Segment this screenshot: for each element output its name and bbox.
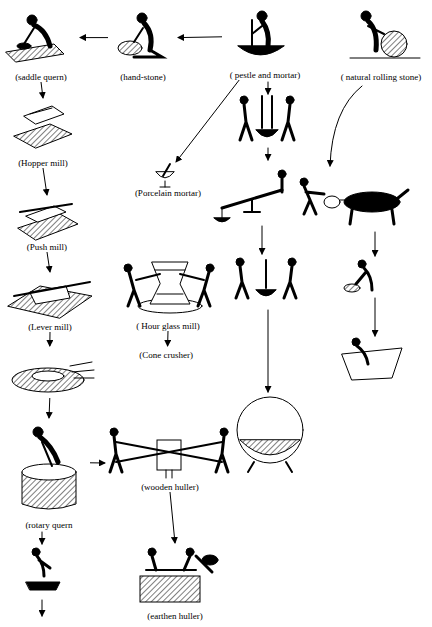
- rolling-stone-evolution-figures: [300, 86, 408, 380]
- mill-node: (hand-stone): [108, 8, 178, 82]
- tool-label: (earthen huller): [146, 611, 204, 621]
- mill-node: ( Hour glass mill): [118, 253, 218, 331]
- porcelain-mortar-figure: [156, 164, 174, 187]
- mill-node: (rotary quern: [8, 418, 90, 530]
- mill-node: (Hopper mill): [8, 98, 78, 168]
- flow-arrow: [80, 37, 108, 38]
- flow-arrow: [43, 168, 47, 195]
- flow-arrow: [178, 36, 222, 38]
- lever-mill-figure: [8, 282, 92, 318]
- flow-arrow: [170, 492, 175, 543]
- mill-node: (Lever mill): [5, 272, 95, 332]
- mill-node: (Cone crusher): [8, 346, 198, 398]
- tool-label: (wooden huller): [140, 482, 200, 492]
- pestle-mortar-figure: [238, 11, 284, 55]
- mill-node: ( natural rolling stone): [332, 8, 430, 82]
- hand-stone-figure: [118, 13, 162, 57]
- flow-arrow: [90, 462, 105, 463]
- tool-label: (hand-stone): [119, 72, 166, 82]
- mill-node: (Porcelain mortar): [128, 162, 208, 198]
- tool-label: (Lever mill): [27, 322, 73, 332]
- hour-glass-mill-figure: [124, 262, 214, 313]
- pestle-evolution-figures: [214, 82, 303, 472]
- flow-arrow: [176, 80, 239, 162]
- saddle-quern-figure: [6, 15, 64, 62]
- flow-arrow: [49, 332, 50, 346]
- tool-label: (Hopper mill): [17, 158, 69, 168]
- hand-mill-figure: [26, 532, 60, 616]
- cone-crusher-figure: [12, 362, 94, 392]
- mill-node: (saddle quern): [2, 8, 80, 82]
- rolling-stone-figure: [350, 11, 420, 58]
- tool-label: (Cone crusher): [138, 350, 194, 360]
- tool-label: (Push mill): [26, 242, 68, 252]
- flow-arrow: [167, 331, 168, 346]
- rotary-quern-figure: [22, 427, 76, 509]
- mill-node: (wooden huller): [105, 418, 235, 492]
- push-mill-figure: [18, 204, 78, 240]
- flow-arrow: [41, 82, 43, 98]
- mill-node: ( pestle and mortar): [222, 8, 308, 80]
- hopper-mill-figure: [14, 106, 72, 148]
- mill-node: (earthen huller): [125, 543, 225, 621]
- tool-label: (rotary quern: [24, 520, 73, 530]
- wooden-huller-figure: [110, 428, 228, 478]
- tool-label: (saddle quern): [14, 72, 68, 82]
- tool-label: ( Hour glass mill): [135, 321, 201, 331]
- tool-label: ( pestle and mortar): [229, 70, 302, 80]
- mill-node: (Push mill): [12, 195, 82, 252]
- flow-arrow: [47, 252, 50, 272]
- flow-arrow: [49, 398, 51, 418]
- tool-label: (Porcelain mortar): [134, 188, 202, 198]
- earthen-huller-figure: [140, 548, 218, 602]
- tool-label: ( natural rolling stone): [340, 72, 423, 82]
